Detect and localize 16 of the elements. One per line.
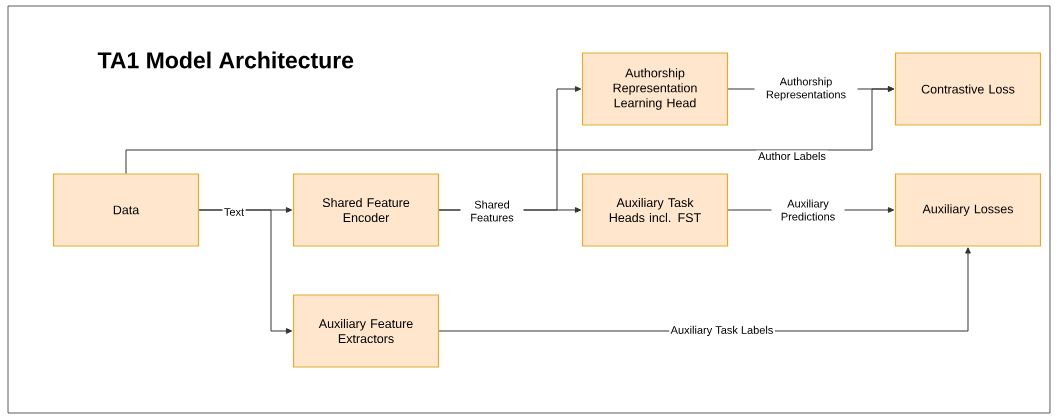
edge-label: Author Labels	[756, 150, 828, 162]
arrow	[125, 86, 895, 174]
process-box: Auxiliary Losses	[894, 173, 1042, 247]
process-box: Data	[52, 173, 200, 247]
process-box: Authorship Representation Learning Head	[581, 52, 729, 126]
process-box: Shared Feature Encoder	[292, 173, 440, 247]
edge-label: Auxiliary Task Labels	[669, 324, 775, 338]
edge-label: Text	[222, 206, 246, 218]
process-box: Contrastive Loss	[894, 52, 1042, 126]
edge-label: Auxiliary Predictions	[771, 197, 845, 223]
arrow	[198, 209, 293, 334]
edge-label: Shared Features	[460, 198, 524, 224]
edge-label: Authorship Representations	[754, 75, 858, 103]
title: TA1 Model Architecture	[97, 51, 354, 69]
process-box: Auxiliary Feature Extractors	[292, 294, 440, 368]
process-box: Auxiliary Task Heads incl. FST	[581, 173, 729, 247]
